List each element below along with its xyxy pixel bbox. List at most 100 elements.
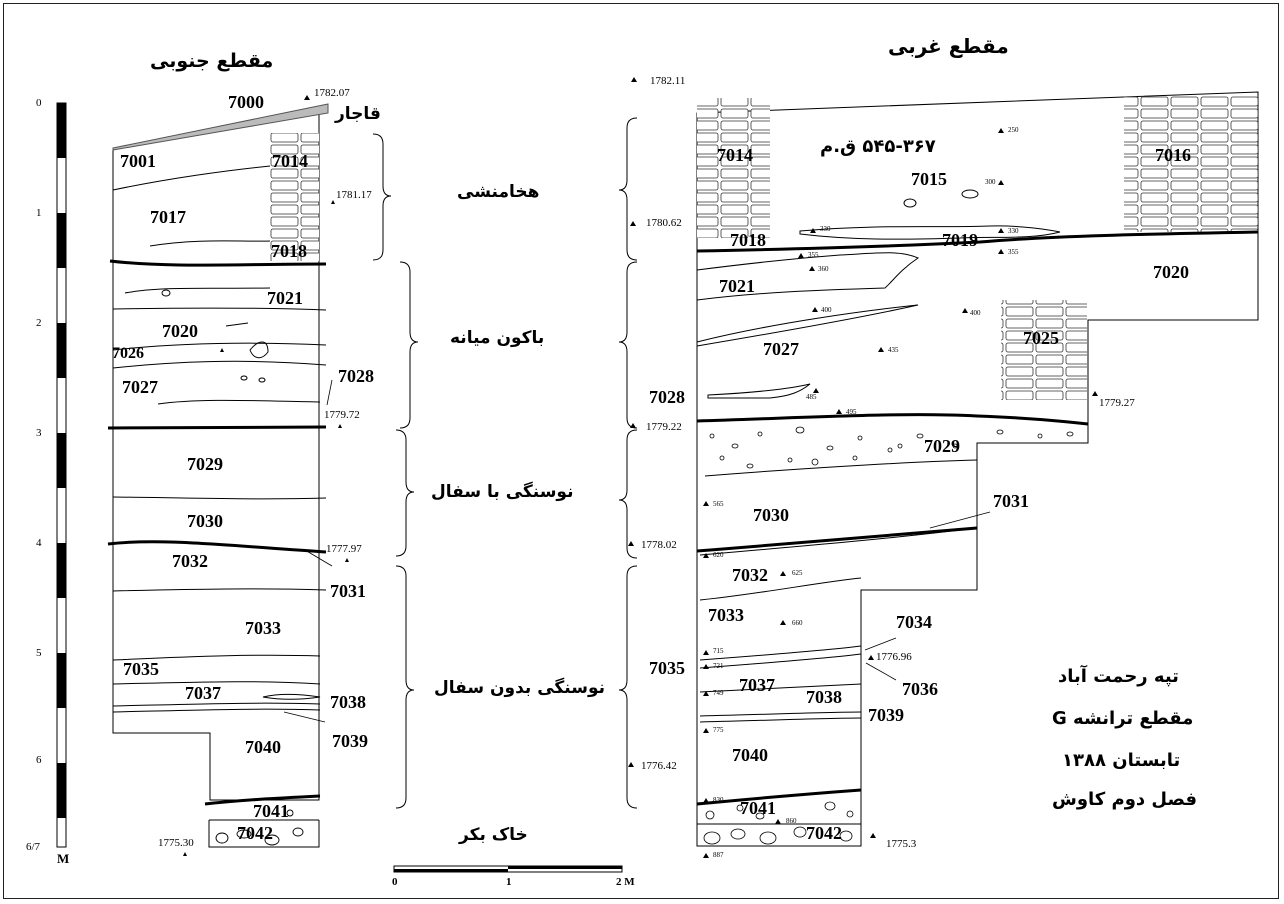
context-label: 7028: [338, 366, 374, 386]
v-scale-tick: 3: [36, 427, 42, 439]
v-scale-tick: 0: [36, 97, 42, 109]
context-label: 7040: [245, 737, 281, 757]
trench-label: مقطع ترانشه G: [1052, 708, 1194, 729]
context-label: 7030: [187, 511, 223, 531]
depth-label: 360: [818, 265, 829, 273]
depth-label: 660: [792, 619, 803, 627]
elevation-label: 1775.3: [886, 838, 917, 850]
south-section: [112, 103, 329, 848]
elevation-label: 1775.30: [158, 837, 194, 849]
elevation-label: 1781.17: [336, 189, 372, 201]
depth-label: 749: [713, 689, 724, 697]
v-scale-tick: 6: [36, 754, 42, 766]
date-range-label: ۵۴۵-۳۶۷ ق.م: [820, 136, 936, 157]
h-scale-tick: 0: [392, 876, 398, 888]
context-label: 7029: [187, 454, 223, 474]
context-label: 7020: [162, 321, 198, 341]
elevation-label: 1782.07: [314, 87, 350, 99]
context-label: 7032: [172, 551, 208, 571]
context-label: 7015: [911, 169, 947, 189]
context-label: 7001: [120, 151, 156, 171]
context-label: 7000: [228, 92, 264, 112]
context-label: 7039: [868, 705, 904, 725]
context-label: 7021: [719, 276, 755, 296]
elevation-label: 1776.42: [641, 760, 677, 772]
context-label: 7014: [272, 151, 308, 171]
season-label: تابستان ۱۳۸۸: [1062, 750, 1181, 771]
context-label: 7042: [237, 823, 273, 843]
elevation-label: 1778.02: [641, 539, 677, 551]
v-scale-tick: 6/7: [26, 841, 41, 853]
depth-label: 721: [713, 662, 724, 670]
virgin-soil-label: خاک بکر: [459, 825, 528, 845]
v-scale-tick: 4: [36, 537, 42, 549]
elevation-label: 1777.97: [326, 543, 362, 555]
elevation-label: 1779.27: [1099, 397, 1135, 409]
context-label: 7019: [942, 230, 978, 250]
context-label: 7035: [123, 659, 159, 679]
west-section-title: مقطع غربی: [888, 34, 1009, 58]
context-label: 7025: [1023, 328, 1059, 348]
excavation-label: فصل دوم کاوش: [1052, 789, 1197, 810]
elevation-label: 1780.62: [646, 217, 682, 229]
depth-label: 775: [713, 726, 724, 734]
context-label: 7038: [806, 687, 842, 707]
v-scale-tick: 5: [36, 647, 42, 659]
depth-label: 830: [713, 796, 724, 804]
context-label: 7018: [730, 230, 766, 250]
depth-label: 400: [970, 309, 981, 317]
depth-label: 620: [713, 551, 724, 559]
depth-label: 495: [846, 408, 857, 416]
context-label: 7033: [708, 605, 744, 625]
v-scale-tick: 2: [36, 317, 42, 329]
context-label: 7031: [330, 581, 366, 601]
context-label: 7041: [253, 801, 289, 821]
depth-label: 625: [792, 569, 803, 577]
context-label: 7027: [122, 377, 158, 397]
elevation-label: 1779.22: [646, 421, 682, 433]
depth-label: 330: [820, 225, 831, 233]
period-label-achaemenid: هخامنشی: [457, 182, 540, 202]
elevation-label: 1779.72: [324, 409, 360, 421]
context-label: 7039: [332, 731, 368, 751]
depth-label: 565: [713, 500, 724, 508]
v-scale-tick: 1: [36, 207, 42, 219]
qajar-label: قاجار: [335, 104, 381, 124]
depth-label: 485: [806, 393, 817, 401]
south-period-braces: [372, 133, 419, 809]
h-scale-tick: 2 M: [616, 876, 635, 888]
context-label: 7027: [763, 339, 799, 359]
site-name: تپه رحمت آباد: [1058, 666, 1179, 687]
context-label: 7037: [739, 675, 775, 695]
context-label: 7020: [1153, 262, 1189, 282]
period-label-middle-bakun: باکون میانه: [450, 328, 545, 348]
drawing-frame: [3, 3, 1279, 899]
context-label: 7028: [649, 387, 685, 407]
depth-label: 435: [888, 346, 899, 354]
west-period-braces: [618, 117, 638, 809]
context-label: 7040: [732, 745, 768, 765]
depth-label: 715: [713, 647, 724, 655]
context-label: 7033: [245, 618, 281, 638]
depth-label: 400: [821, 306, 832, 314]
context-label: 7042: [806, 823, 842, 843]
context-label: 7030: [753, 505, 789, 525]
context-label: 7037: [185, 683, 221, 703]
west-boundaries: [696, 230, 1259, 806]
context-label: 7035: [649, 658, 685, 678]
context-label: 7026: [112, 345, 144, 362]
elevation-label: 1776.96: [876, 651, 912, 663]
h-scale-tick: 1: [506, 876, 512, 888]
west-rubble: [703, 426, 1074, 845]
depth-label: 355: [1008, 248, 1019, 256]
context-label: 7031: [993, 491, 1029, 511]
depth-label: 300: [985, 178, 996, 186]
context-label: 7038: [330, 692, 366, 712]
context-label: 7041: [740, 798, 776, 818]
context-label: 7017: [150, 207, 186, 227]
context-label: 7034: [896, 612, 932, 632]
period-label-aceramic-neolithic: نوسنگی بدون سفال: [434, 678, 605, 698]
horizontal-scale-bar: [393, 865, 623, 873]
depth-label: 860: [786, 817, 797, 825]
v-scale-unit: M: [57, 851, 70, 866]
